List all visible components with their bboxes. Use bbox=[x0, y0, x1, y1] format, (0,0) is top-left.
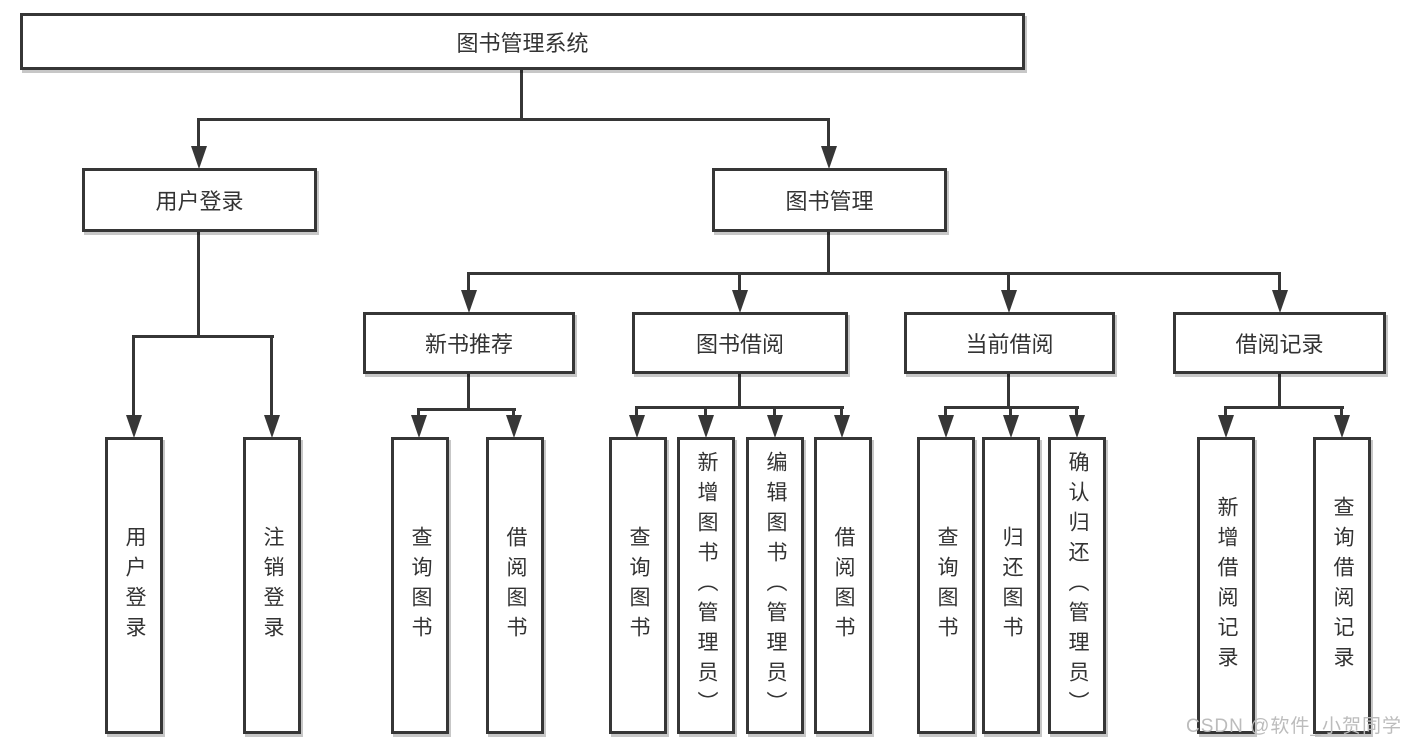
arrow-down-cb-confirm bbox=[1069, 415, 1085, 438]
connector-stem-leaf-logout bbox=[270, 335, 273, 417]
node-book-management: 图书管理 bbox=[712, 168, 947, 232]
connector-root-stub bbox=[520, 70, 523, 118]
connector-stem-book-borrow bbox=[738, 272, 741, 294]
arrow-down-bb-query bbox=[629, 415, 645, 438]
connector-stem-new-book-recommend bbox=[467, 272, 470, 294]
connector-record-branch bbox=[1224, 406, 1344, 409]
leaf-borrow-query-books: 查询图书 bbox=[609, 437, 667, 734]
arrow-down-leaf-user-login bbox=[126, 415, 142, 438]
connector-level1-branch bbox=[198, 118, 830, 121]
arrow-down-bb-edit bbox=[767, 415, 783, 438]
connector-user-login-branch bbox=[132, 335, 274, 338]
connector-stem-recommend-borrow bbox=[512, 408, 515, 418]
node-new-book-recommend: 新书推荐 bbox=[363, 312, 575, 374]
connector-stem-bb-add bbox=[704, 406, 707, 418]
arrow-down-cb-return bbox=[1003, 415, 1019, 438]
connector-stem-br-query bbox=[1340, 406, 1343, 418]
node-book-borrow: 图书借阅 bbox=[632, 312, 848, 374]
leaf-logout: 注销登录 bbox=[243, 437, 301, 734]
leaf-borrow-add-books-admin: 新增图书（管理员） bbox=[677, 437, 735, 734]
arrow-down-cb-query bbox=[938, 415, 954, 438]
connector-recommend-branch bbox=[417, 408, 516, 411]
connector-user-login-stub bbox=[197, 232, 200, 335]
arrow-down-bb-add bbox=[698, 415, 714, 438]
leaf-current-return-books: 归还图书 bbox=[982, 437, 1040, 734]
arrow-down-book-borrow bbox=[732, 290, 748, 313]
leaf-user-login: 用户登录 bbox=[105, 437, 163, 734]
arrow-down-current-borrow bbox=[1001, 290, 1017, 313]
connector-stem-user-login bbox=[197, 118, 200, 150]
arrow-down-bb-borrow bbox=[834, 415, 850, 438]
arrow-down-book-management bbox=[821, 146, 837, 169]
connector-stem-bb-edit bbox=[773, 406, 776, 418]
leaf-recommend-query-books: 查询图书 bbox=[391, 437, 449, 734]
node-current-borrow: 当前借阅 bbox=[904, 312, 1115, 374]
leaf-borrow-borrow-books: 借阅图书 bbox=[814, 437, 872, 734]
connector-level2-branch bbox=[468, 272, 1281, 275]
leaf-record-add-borrow-record: 新增借阅记录 bbox=[1197, 437, 1255, 734]
connector-stem-recommend-query bbox=[417, 408, 420, 418]
arrow-down-recommend-query bbox=[411, 415, 427, 438]
node-user-login: 用户登录 bbox=[82, 168, 317, 232]
leaf-record-query-borrow-record: 查询借阅记录 bbox=[1313, 437, 1371, 734]
node-root: 图书管理系统 bbox=[20, 13, 1025, 70]
arrow-down-new-book-recommend bbox=[461, 290, 477, 313]
arrow-down-recommend-borrow bbox=[506, 415, 522, 438]
connector-book-borrow-stub bbox=[738, 374, 741, 406]
connector-recommend-stub bbox=[467, 374, 470, 408]
connector-book-borrow-branch bbox=[635, 406, 844, 409]
connector-stem-book-management bbox=[827, 118, 830, 150]
connector-stem-current-borrow bbox=[1007, 272, 1010, 294]
connector-stem-borrow-record bbox=[1278, 272, 1281, 294]
connector-stem-cb-return bbox=[1009, 406, 1012, 418]
connector-stem-cb-confirm bbox=[1075, 406, 1078, 418]
leaf-borrow-edit-books-admin: 编辑图书（管理员） bbox=[746, 437, 804, 734]
connector-stem-leaf-user-login bbox=[132, 335, 135, 417]
arrow-down-br-add bbox=[1218, 415, 1234, 438]
arrow-down-borrow-record bbox=[1272, 290, 1288, 313]
arrow-down-leaf-logout bbox=[264, 415, 280, 438]
node-borrow-record: 借阅记录 bbox=[1173, 312, 1386, 374]
leaf-current-query-books: 查询图书 bbox=[917, 437, 975, 734]
connector-record-stub bbox=[1278, 374, 1281, 406]
connector-current-stub bbox=[1007, 374, 1010, 406]
leaf-recommend-borrow-books: 借阅图书 bbox=[486, 437, 544, 734]
arrow-down-user-login bbox=[191, 146, 207, 169]
arrow-down-br-query bbox=[1334, 415, 1350, 438]
csdn-watermark: CSDN @软件_小贺同学 bbox=[1186, 716, 1402, 737]
connector-stem-br-add bbox=[1224, 406, 1227, 418]
connector-stem-bb-query bbox=[635, 406, 638, 418]
connector-book-management-stub bbox=[827, 232, 830, 272]
connector-stem-bb-borrow bbox=[840, 406, 843, 418]
leaf-current-confirm-return-admin: 确认归还（管理员） bbox=[1048, 437, 1106, 734]
connector-stem-cb-query bbox=[944, 406, 947, 418]
